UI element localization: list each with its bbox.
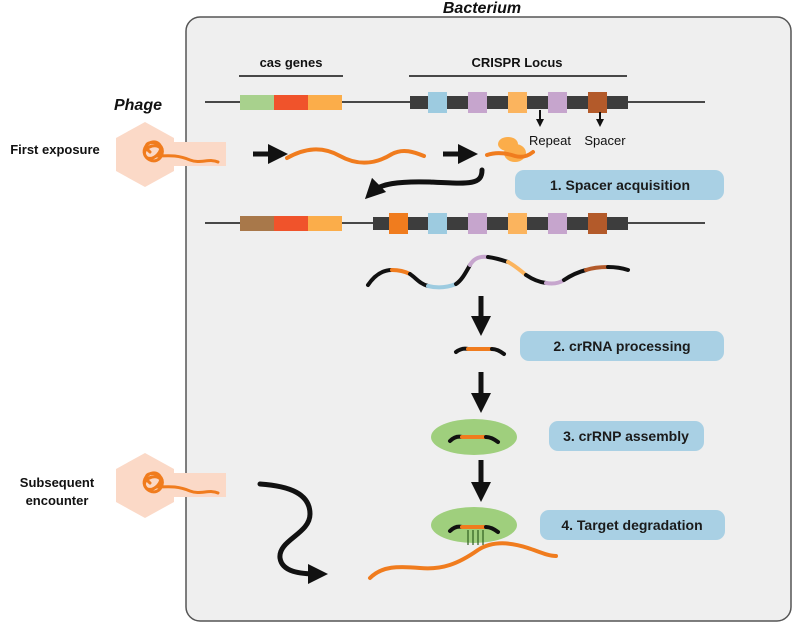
step-1-box: 1. Spacer acquisition	[515, 170, 724, 200]
cas-gene-amber	[308, 95, 342, 110]
phage-icon	[116, 122, 226, 187]
cas-complex-icon	[485, 137, 535, 162]
cas-gene-green	[240, 95, 274, 110]
step-2-label: 2. crRNA processing	[553, 338, 690, 354]
cas-gene-red	[274, 95, 308, 110]
s-curve-arrow-icon	[257, 481, 328, 584]
spacer-purple-2	[548, 92, 567, 113]
subsequent-label-2: encounter	[26, 493, 89, 508]
repeat-label: Repeat	[529, 133, 571, 148]
spacer-label: Spacer	[584, 133, 626, 148]
spacer-blue-2	[428, 213, 447, 234]
step-1-label: 1. Spacer acquisition	[550, 177, 690, 193]
step-3-box: 3. crRNP assembly	[549, 421, 704, 451]
bacterium-title: Bacterium	[443, 0, 521, 17]
step-2-box: 2. crRNA processing	[520, 331, 724, 361]
phage-dna-strand	[285, 147, 426, 165]
crispr-locus-label: CRISPR Locus	[471, 55, 562, 70]
first-exposure-label: First exposure	[10, 142, 100, 157]
spacer-rust-2	[588, 213, 607, 234]
genome-row-1	[205, 92, 705, 113]
crrnp-target-complex	[431, 507, 517, 545]
spacer-purple-3	[468, 213, 487, 234]
spacer-orange-2	[508, 213, 527, 234]
spacer-purple	[468, 92, 487, 113]
cas-gene-amber-2	[308, 216, 342, 231]
spacer-blue	[428, 92, 447, 113]
subsequent-label-1: Subsequent	[20, 475, 95, 490]
phage-icon-2	[116, 453, 226, 518]
step-4-box: 4. Target degradation	[540, 510, 725, 540]
spacer-purple-4	[548, 213, 567, 234]
phage-label: Phage	[114, 97, 162, 114]
new-spacer-orange	[389, 213, 408, 234]
pre-crrna-transcript	[366, 254, 630, 290]
spacer-rust	[588, 92, 607, 113]
curved-arrow-icon	[364, 167, 485, 200]
crrnp-complex	[431, 419, 517, 455]
step-3-label: 3. crRNP assembly	[563, 428, 689, 444]
cas-genes-label: cas genes	[260, 55, 323, 70]
cas-gene-red-2	[274, 216, 308, 231]
crrna-fragment	[454, 346, 506, 356]
target-phage-dna	[368, 541, 558, 580]
cas-gene-brown	[240, 216, 274, 231]
genome-row-2	[205, 213, 705, 234]
spacer-orange	[508, 92, 527, 113]
step-4-label: 4. Target degradation	[561, 517, 702, 533]
